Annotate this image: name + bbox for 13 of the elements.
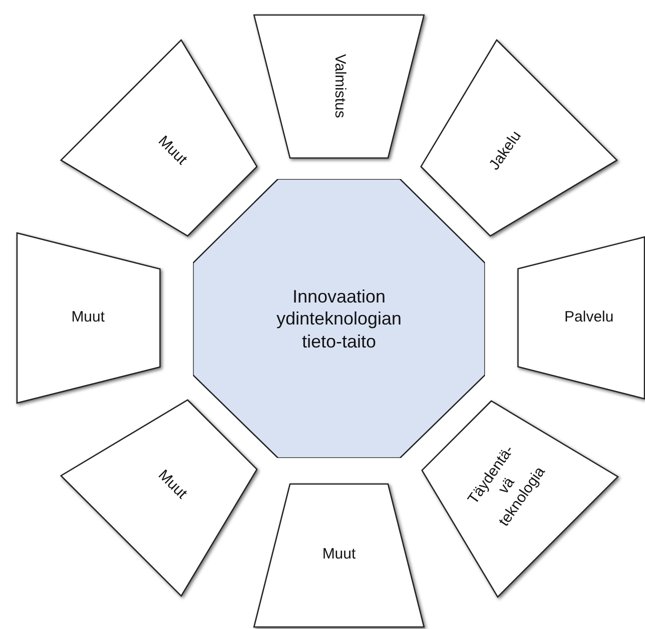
node-label: Innovaation ydinteknologian tieto-taito <box>275 284 403 352</box>
trapezoid-shape <box>420 40 617 236</box>
trapezoid-shape <box>254 484 424 626</box>
trapezoid-shape <box>254 14 424 158</box>
trapezoid-shape <box>61 400 258 596</box>
trapezoid-shape <box>422 401 618 597</box>
trapezoid-shape <box>16 233 160 403</box>
node-label: Palvelu <box>563 308 615 328</box>
node-label: Valmistus <box>330 53 348 120</box>
trapezoid-shape <box>518 237 644 399</box>
trapezoid-shape <box>61 40 258 236</box>
node-label: Muut <box>321 546 357 564</box>
node-label: Muut <box>70 308 106 328</box>
